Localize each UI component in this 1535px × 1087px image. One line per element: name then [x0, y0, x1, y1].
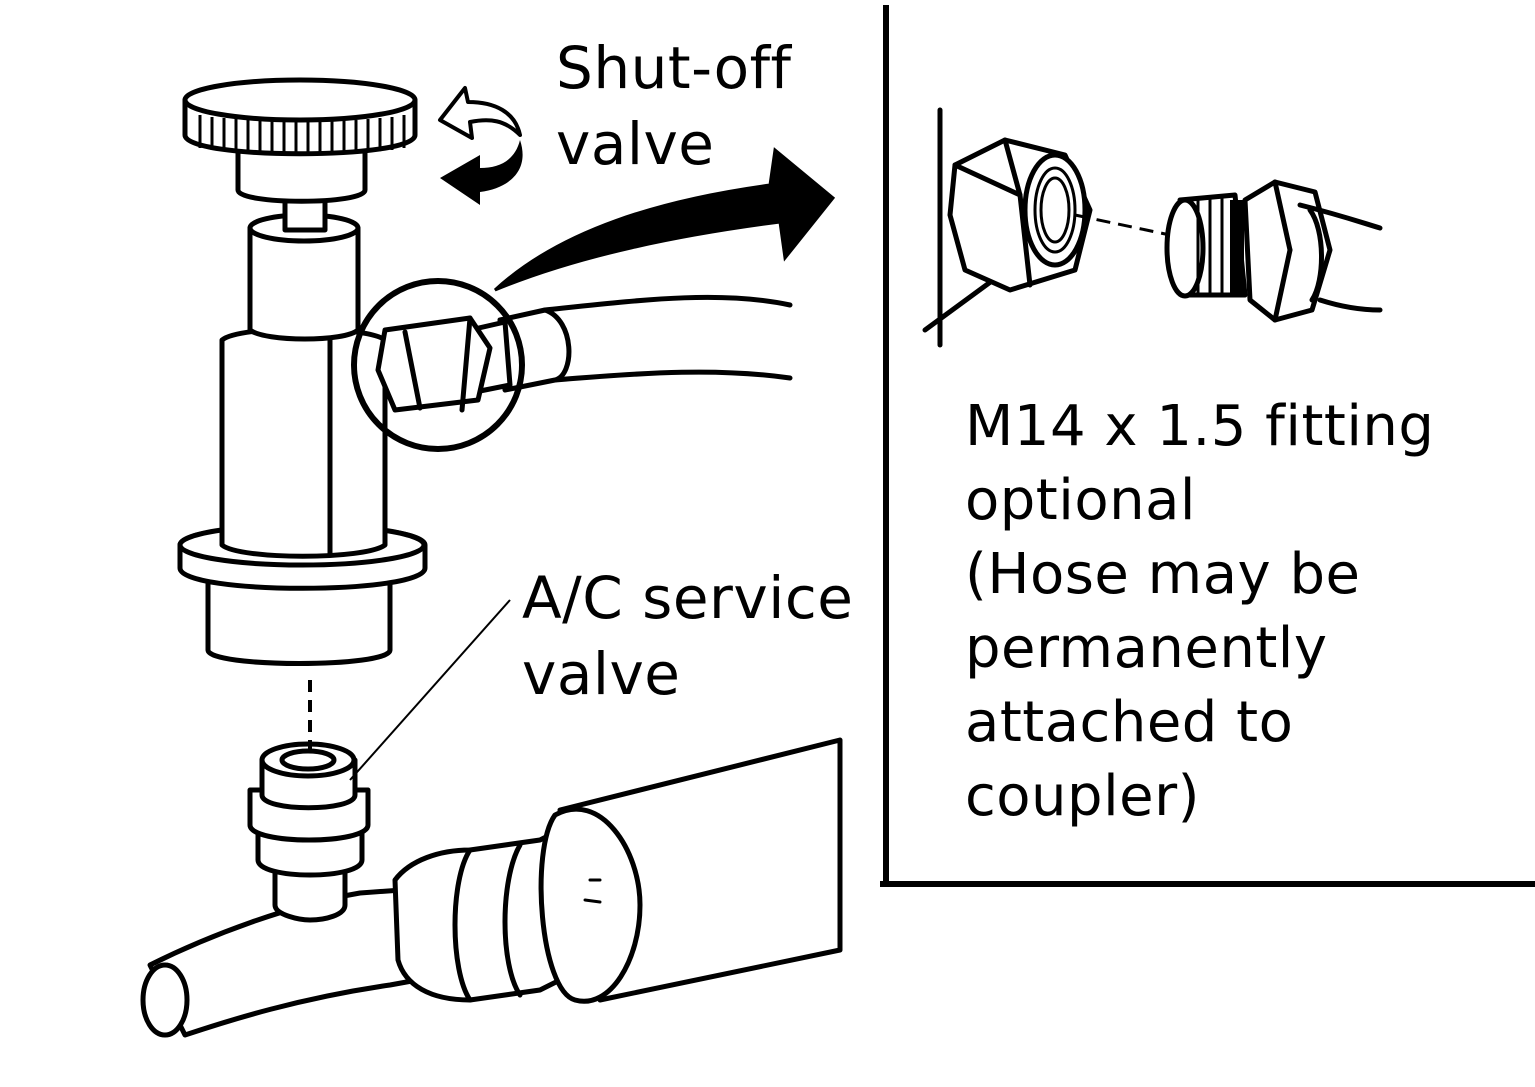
inset-note-line: coupler) [965, 764, 1200, 829]
detail-circle [351, 278, 525, 452]
refrigerant-line [140, 737, 843, 1038]
service-label-line2: valve [522, 640, 681, 708]
service-label-line1: A/C service [522, 564, 854, 632]
knob-knurling [198, 115, 406, 154]
shutoff-label-line2: valve [556, 110, 715, 178]
rotate-arrows-icon [438, 86, 523, 205]
inset-note: M14 x 1.5 fitting optional (Hose may be … [965, 390, 1434, 834]
inset-note-line: attached to [965, 690, 1294, 755]
inset-note-line: (Hose may be [965, 542, 1361, 607]
service-valve-fitting [247, 741, 371, 923]
inset-frame [880, 5, 1535, 887]
shutoff-label-line1: Shut-off [556, 34, 792, 102]
service-valve-leader [349, 599, 511, 781]
inset-note-line: M14 x 1.5 fitting [965, 394, 1435, 459]
service-valve-label: A/C service valve [522, 560, 853, 712]
shutoff-valve-label: Shut-off valve [556, 30, 791, 182]
inset-fitting-drawing [922, 107, 1383, 348]
inset-note-line: permanently [965, 616, 1328, 681]
inset-note-line: optional [965, 468, 1196, 533]
side-hose [375, 294, 793, 413]
detail-arrow-icon [493, 147, 836, 292]
coupler-body [177, 77, 428, 666]
